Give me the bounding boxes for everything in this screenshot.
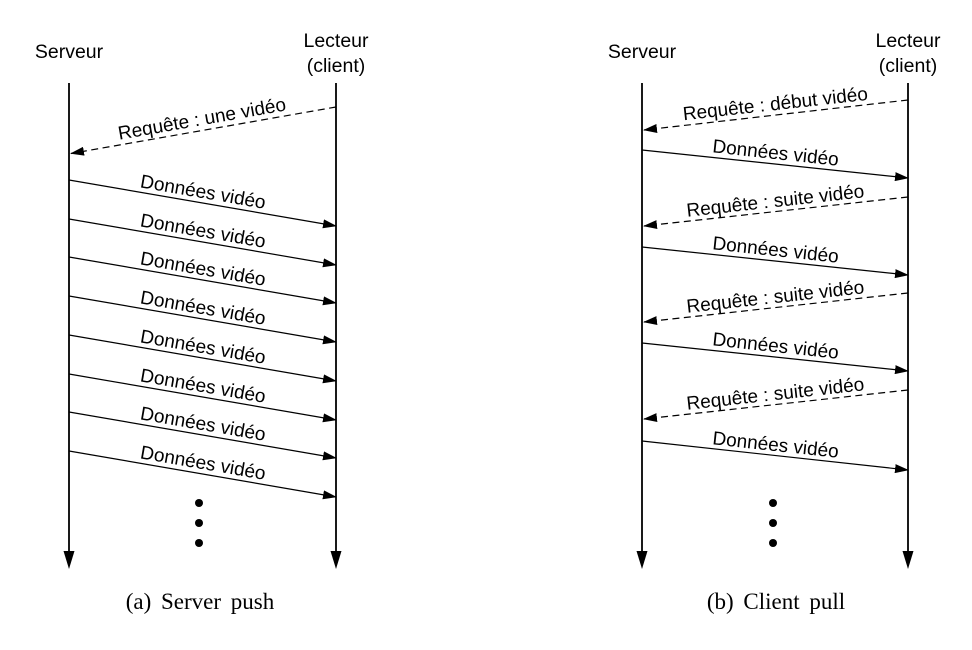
client-actor-label-line2: (client) — [307, 55, 366, 77]
message-label: Données vidéo — [711, 428, 839, 462]
message-label: Données vidéo — [139, 326, 267, 368]
message-label: Données vidéo — [139, 403, 267, 445]
message-arrow — [643, 196, 909, 230]
diagram-client-pull: Serveur Lecteur (client) Requête : début… — [608, 30, 941, 614]
ellipsis-dot — [769, 539, 777, 547]
client-lifeline-arrowhead-icon — [330, 551, 342, 569]
message-arrow — [643, 389, 909, 423]
message-label: Données vidéo — [711, 233, 839, 267]
server-lifeline-arrowhead-icon — [63, 551, 75, 569]
ellipsis-dot — [769, 499, 777, 507]
server-lifeline-arrowhead-icon — [636, 551, 648, 569]
diagram-server-push: Serveur Lecteur (client) Requête : une v… — [35, 30, 369, 614]
ellipsis-dot — [769, 519, 777, 527]
client-actor-label-line1: Lecteur — [303, 30, 369, 52]
message-label: Requête : suite vidéo — [686, 277, 866, 317]
message-arrow — [70, 106, 337, 156]
message-label: Données vidéo — [139, 442, 267, 484]
message-label: Données vidéo — [711, 136, 839, 170]
diagram-caption: (b) Client pull — [707, 589, 845, 614]
message-label: Requête : suite vidéo — [686, 181, 866, 221]
message-arrow — [68, 411, 337, 461]
ellipsis-dot — [195, 539, 203, 547]
message-label: Requête : suite vidéo — [686, 374, 866, 414]
message-arrow — [641, 440, 909, 474]
message-arrow — [68, 256, 337, 306]
client-lifeline-arrowhead-icon — [902, 551, 914, 569]
message-arrow — [68, 450, 337, 500]
message-arrow — [641, 246, 909, 279]
message-arrow — [643, 99, 909, 134]
message-arrow — [68, 295, 337, 345]
ellipsis-dot — [195, 519, 203, 527]
message-arrow — [641, 149, 909, 182]
message-arrow — [641, 342, 909, 375]
message-label: Données vidéo — [139, 171, 267, 213]
server-actor-label: Serveur — [608, 41, 677, 63]
message-label: Requête : début vidéo — [682, 84, 869, 125]
message-label: Données vidéo — [139, 248, 267, 290]
message-label: Données vidéo — [139, 365, 267, 407]
message-arrow — [68, 218, 337, 268]
server-actor-label: Serveur — [35, 41, 104, 63]
client-actor-label-line1: Lecteur — [875, 30, 941, 52]
ellipsis-dot — [195, 499, 203, 507]
message-arrow — [68, 373, 337, 423]
message-label: Requête : une vidéo — [116, 94, 287, 144]
message-label: Données vidéo — [139, 287, 267, 329]
message-arrow — [643, 292, 909, 326]
message-label: Données vidéo — [711, 329, 839, 363]
client-actor-label-line2: (client) — [879, 55, 938, 77]
diagram-caption: (a) Server push — [126, 589, 275, 614]
message-arrow — [68, 179, 337, 229]
message-arrow — [68, 334, 337, 384]
message-label: Données vidéo — [139, 210, 267, 252]
